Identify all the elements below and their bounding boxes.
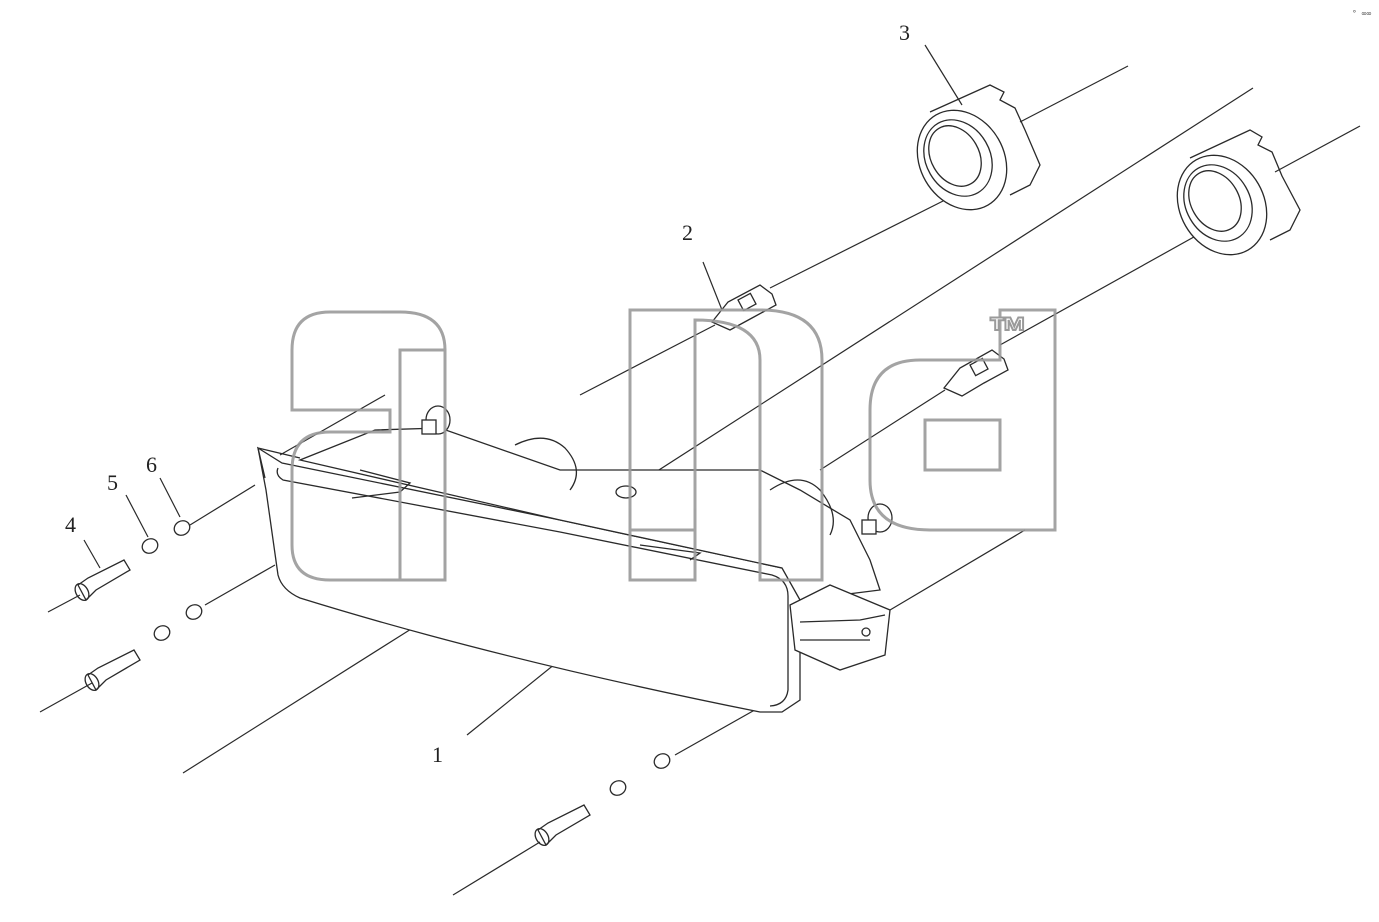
retaining-ring-upper (916, 84, 1041, 211)
callout-6: 6 (146, 452, 157, 477)
retaining-ring-lower (1176, 129, 1301, 256)
callout-1: 1 (432, 742, 443, 767)
screw-middle (84, 649, 141, 692)
callout-2: 2 (682, 220, 693, 245)
trademark-symbol: ™ (988, 310, 1028, 354)
screw-upper (74, 559, 131, 602)
bulb-upper (710, 284, 777, 331)
callout-4: 4 (65, 512, 76, 537)
bulb-lower (942, 349, 1009, 397)
washers (141, 520, 671, 796)
corner-mark: ° ∞∞ (1352, 9, 1371, 18)
callout-5: 5 (107, 470, 118, 495)
screw-lower (534, 804, 591, 847)
axis-lines (39, 65, 1361, 896)
watermark-logo (290, 308, 1057, 582)
callout-3: 3 (899, 20, 910, 45)
